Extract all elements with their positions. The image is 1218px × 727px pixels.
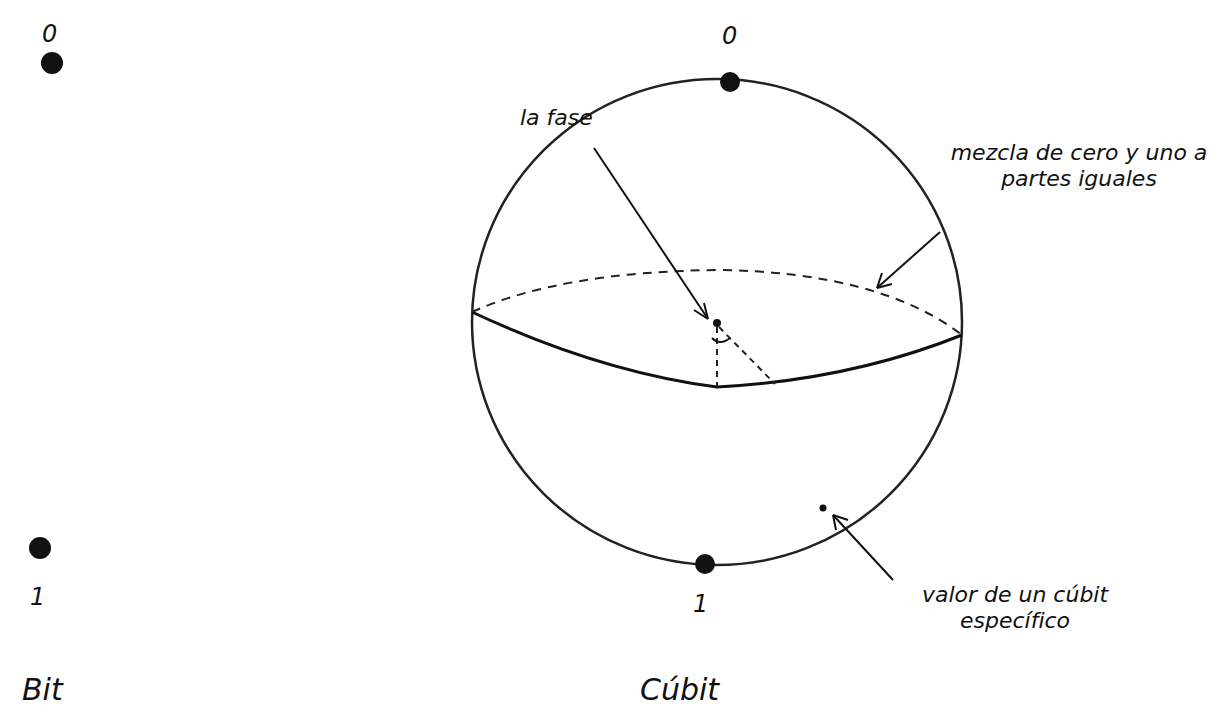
phase-note: la fase [520,105,660,131]
leader-line [833,515,893,580]
bit-value: 0 [42,20,82,49]
bit-zero-dot [41,52,63,74]
pole-value: 0 [722,22,762,51]
phase-dashed-vertical [716,327,718,386]
arrow-head [877,273,892,288]
equator-front [472,312,962,387]
qubit-note: valor de un cúbit específico [895,582,1135,635]
phase-dashed-diagonal [719,327,775,384]
arrow-head [694,303,708,319]
bit-one-dot [29,537,51,559]
bit-value: 1 [30,583,70,612]
equator-back [472,270,962,335]
phase-arc [712,338,730,342]
center-dot [713,319,721,327]
arrow-head [833,515,848,530]
leader-line [594,148,708,319]
north-pole-dot [720,72,740,92]
south-pole-dot [695,554,715,574]
qubit-point [820,505,827,512]
sphere-outline [472,79,962,565]
leader-line [877,232,940,288]
diagram-caption: Bit [22,672,142,708]
diagram-caption: Cúbit [640,672,800,708]
equator-note: mezcla de cero y uno a partes iguales [945,140,1213,193]
pole-value: 1 [693,590,733,619]
